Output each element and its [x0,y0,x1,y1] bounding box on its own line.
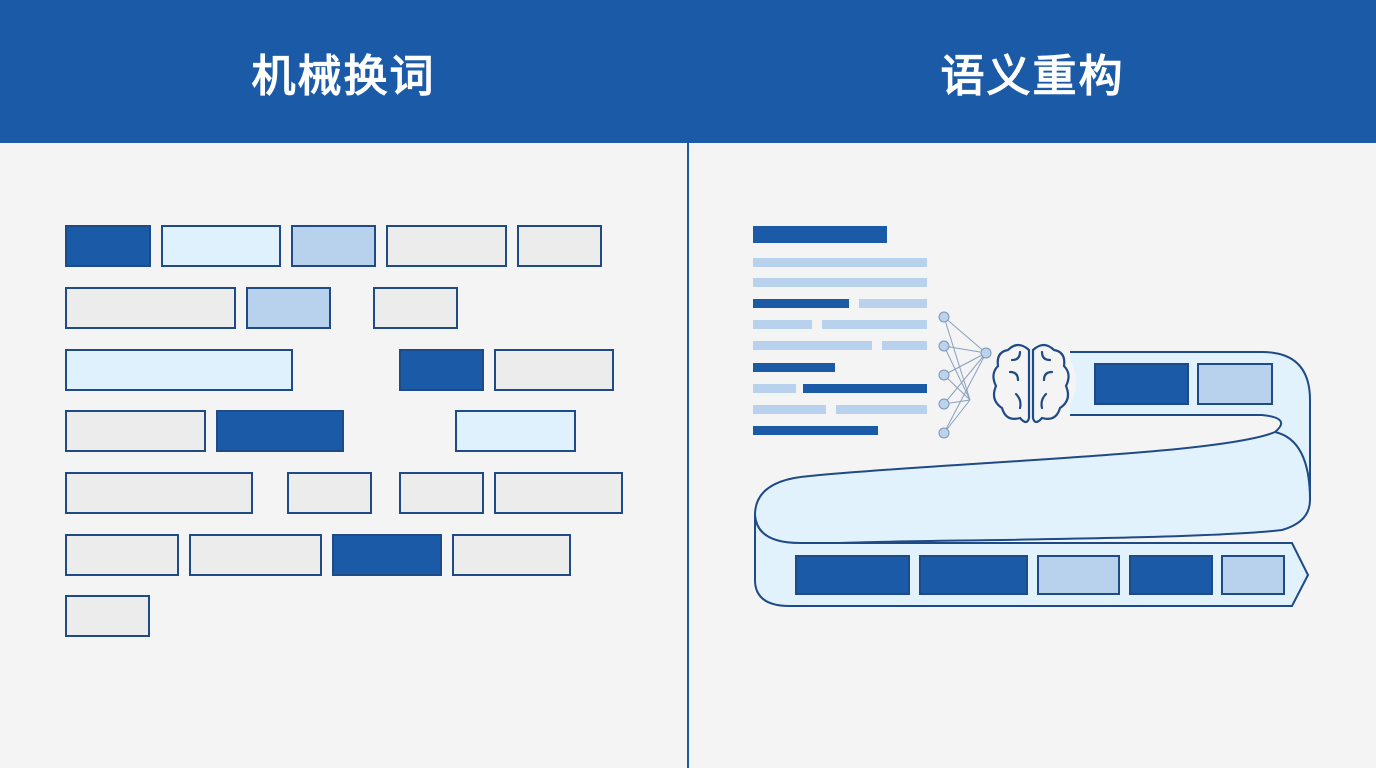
word-block [189,534,322,576]
ribbon [754,351,1311,607]
network-edge [943,352,987,376]
network-node [938,398,950,410]
text-title-bar [753,226,887,243]
word-block [332,534,442,576]
text-line [822,320,927,329]
ribbon-block [1094,363,1189,405]
word-block [65,225,151,267]
ribbon-shape [754,351,1311,607]
neural-network-icon [938,311,992,439]
ribbon-block [1129,555,1213,595]
text-line [753,405,826,414]
right-title: 语义重构 [940,50,1125,102]
text-line [859,299,927,308]
ribbon-fold-right [1274,431,1311,501]
network-edge [943,316,987,354]
word-block [291,225,376,267]
text-line [753,341,872,350]
word-block [494,472,623,514]
ribbon-blocks [795,363,1285,595]
network-edge [943,352,987,405]
text-line [836,405,927,414]
word-block [65,287,236,329]
network-node [980,347,992,359]
text-line [753,258,927,267]
network-node [938,340,950,352]
ribbon-fold-left [754,514,840,544]
word-block [65,472,253,514]
text-line [753,320,812,329]
ribbon-block [1197,363,1273,405]
ribbon-block [1037,555,1120,595]
word-block [287,472,372,514]
text-line [803,384,927,393]
left-header: 机械换词 [0,0,687,143]
source-text-lines [753,226,927,435]
word-block [65,595,150,637]
network-node [938,369,950,381]
right-header: 语义重构 [689,0,1376,143]
word-block [65,410,206,452]
word-block [386,225,507,267]
word-block [161,225,281,267]
ribbon-block [1221,555,1285,595]
text-line [882,341,927,350]
word-block [373,287,458,329]
network-node [938,311,950,323]
left-title: 机械换词 [251,50,436,102]
word-block [65,349,293,391]
network-edge [943,352,987,434]
word-block [399,349,484,391]
ribbon-block [795,555,910,595]
network-edge [943,316,971,401]
word-block [455,410,576,452]
word-block [452,534,571,576]
brain-icon [986,337,1076,427]
panel-divider [687,0,689,768]
word-block [517,225,602,267]
word-block [494,349,614,391]
text-line [753,299,849,308]
ribbon-block [919,555,1028,595]
text-line [753,426,878,435]
word-block [65,534,179,576]
word-block [216,410,344,452]
word-block [246,287,331,329]
network-edge [943,345,987,354]
text-line [753,278,927,287]
word-block [399,472,484,514]
network-node [938,427,950,439]
word-blocks-grid [65,225,623,637]
text-line [753,384,796,393]
text-line [753,363,835,372]
network-edge [943,399,971,434]
